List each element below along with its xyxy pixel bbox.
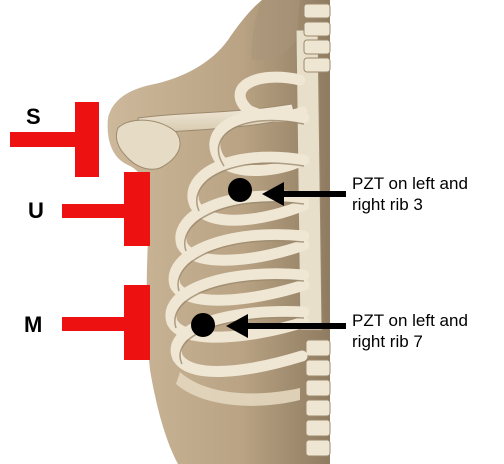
marker-u-plate: [124, 172, 150, 246]
marker-s-bar: [10, 132, 75, 147]
region-label-m: M: [24, 314, 42, 336]
marker-m-plate: [124, 285, 150, 360]
marker-m: [62, 285, 150, 360]
arrow-rib7-shaft: [248, 323, 346, 329]
sensor-label-rib7-line2: right rib 7: [352, 331, 504, 352]
sensor-label-rib7-line1: PZT on left and: [352, 310, 504, 331]
marker-s-plate: [75, 102, 99, 177]
region-label-u: U: [28, 200, 44, 222]
sensor-label-rib3-line2: right rib 3: [352, 194, 504, 215]
sensor-label-rib3-line1: PZT on left and: [352, 173, 504, 194]
sensor-dot-rib3: [228, 178, 252, 202]
sensor-label-rib3: PZT on left and right rib 3: [352, 173, 504, 216]
sensor-label-rib7: PZT on left and right rib 7: [352, 310, 504, 353]
marker-m-bar: [62, 317, 124, 331]
sensor-dot-rib7: [191, 313, 215, 337]
marker-s: [10, 102, 99, 177]
marker-u: [62, 172, 150, 246]
region-label-s: S: [26, 106, 41, 128]
arrow-rib3-shaft: [282, 191, 346, 197]
marker-u-bar: [62, 204, 124, 218]
